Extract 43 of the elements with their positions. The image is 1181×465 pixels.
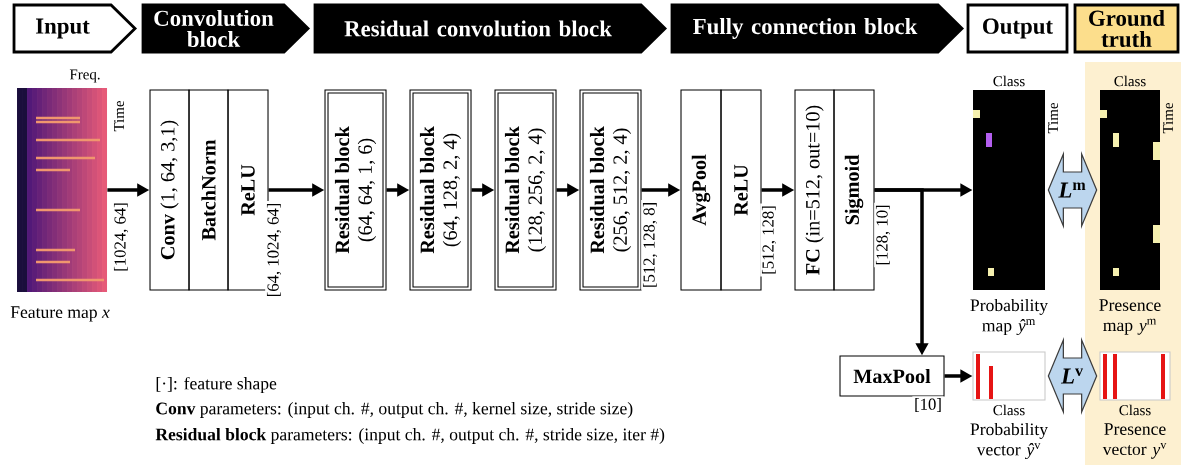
residual-block: Residual block (128, 256, 2, 4) bbox=[494, 89, 557, 291]
note-text: Residual block parameters: (input ch. #, output ch. #, stride size, iter #) bbox=[155, 428, 665, 444]
layer-box: Conv (1, 64, 3,1) bbox=[149, 89, 190, 291]
residual-block: Residual block (64, 128, 2, 4) bbox=[409, 89, 472, 291]
stage-header: Convolution block bbox=[141, 3, 311, 54]
axis-label: Class bbox=[1119, 404, 1151, 416]
layer-box: MaxPool bbox=[839, 355, 945, 397]
presence-map-picture bbox=[1100, 90, 1160, 290]
axis-label: Freq. bbox=[69, 69, 100, 83]
axis-label: Class bbox=[993, 404, 1025, 416]
edge-label: [512, 128, 8] bbox=[641, 200, 659, 290]
axis-label: Time bbox=[1048, 103, 1058, 134]
residual-block: Residual block (256, 512, 2, 4) bbox=[579, 89, 642, 291]
axis-label: Probability map ŷ$^{m}$ bbox=[970, 298, 1048, 336]
edge-label: [1024, 64] bbox=[112, 200, 130, 274]
stage-header: Fully connection block bbox=[670, 3, 964, 54]
stage-header: Ground truth bbox=[1073, 3, 1180, 54]
axis-label: Class bbox=[993, 75, 1025, 87]
stage-header: Input bbox=[12, 3, 137, 54]
edge-label: [64, 1024, 64] bbox=[265, 200, 283, 300]
note-text: Conv parameters: (input ch. #, output ch. #, kernel size, stride size) bbox=[156, 402, 633, 418]
axis-label: Presence map y$^{m}$ bbox=[1099, 299, 1161, 335]
stage-header: Output bbox=[966, 3, 1069, 54]
edge-label: [128, 10] bbox=[874, 202, 892, 268]
axis-label: Time bbox=[114, 101, 125, 132]
axis-label: Probability vector ŷ$^{v}$ bbox=[970, 422, 1048, 460]
residual-block: Residual block (64, 64, 1, 6) bbox=[324, 89, 387, 291]
layer-box: FC (in=512, out=10) bbox=[794, 89, 835, 291]
axis-label: Feature map x bbox=[10, 306, 110, 322]
probability-map-picture bbox=[973, 90, 1045, 290]
axis-label: Class bbox=[1114, 75, 1146, 87]
spectrogram-picture bbox=[17, 88, 107, 292]
layer-box: AvgPool bbox=[680, 89, 722, 291]
edge-label: [512, 128] bbox=[760, 203, 778, 277]
layer-box: BatchNorm bbox=[188, 89, 229, 291]
axis-label: Presence vector y$^{v}$ bbox=[1102, 423, 1167, 459]
note-text: [·]: feature shape bbox=[156, 376, 277, 394]
edge-label: [10] bbox=[912, 396, 944, 414]
layer-box: Sigmoid bbox=[833, 89, 875, 291]
axis-label: Time bbox=[1163, 103, 1173, 134]
probability-vector-picture bbox=[972, 351, 1046, 401]
stage-header: Residual convolution block bbox=[313, 3, 667, 54]
presence-vector-picture bbox=[1099, 351, 1171, 401]
